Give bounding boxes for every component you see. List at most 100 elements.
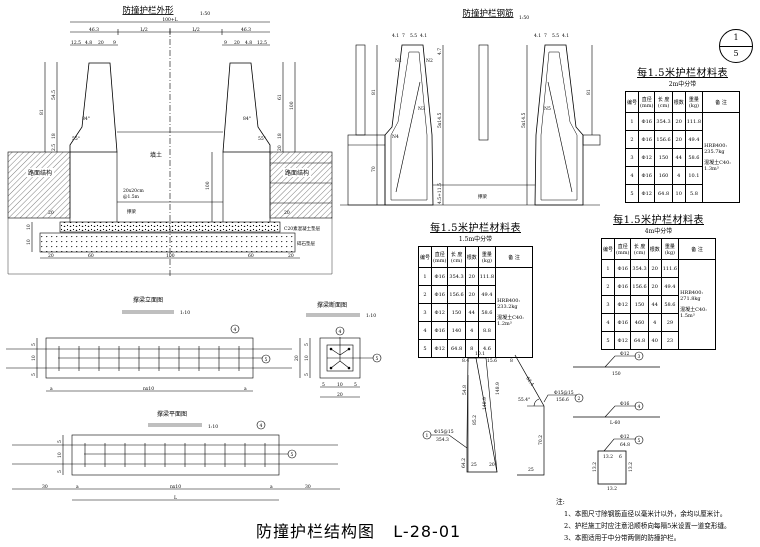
table-cell: Φ12 — [431, 303, 449, 322]
dim-text: 10 — [337, 382, 343, 388]
table-cell: Φ12 — [614, 331, 632, 350]
dim-text: 4.1 — [562, 33, 569, 39]
drawing-number: L-28-01 — [393, 522, 462, 541]
table-cell: 3 — [417, 303, 433, 322]
remark-steel: HRB400: 233.2kg — [497, 298, 521, 310]
dim-text: 81 — [371, 89, 377, 95]
dim-text: 4.1 — [534, 33, 541, 39]
dim-text: 20 — [48, 253, 54, 259]
dim-text: 2.5 — [51, 144, 57, 151]
notes-heading: 注: — [556, 498, 565, 506]
angle-text: 84° — [82, 116, 90, 122]
table-cell: 150 — [630, 295, 649, 314]
rebar-spec: Φ15@15 — [434, 428, 454, 435]
rebar-view: 防撞护栏钢筋 1:50 撑梁 4.1 7 5.5 4.1 4.1 7 5.5 4… — [340, 8, 601, 206]
table-cell: Φ16 — [614, 277, 632, 296]
dim-text: 5.5 — [552, 33, 559, 39]
dim-text: 4.8 — [245, 40, 252, 46]
road-structure-left — [7, 151, 71, 219]
dim-text: 5 — [354, 382, 357, 388]
table-cell: 49.4 — [684, 130, 704, 149]
dim-text: 64.2 — [461, 458, 467, 468]
table-cell: 8.8 — [477, 321, 497, 340]
dim-text: 5 — [304, 373, 310, 376]
table-title: 每1.5米护栏材料表 — [430, 223, 521, 234]
dim-text: 60 — [248, 253, 254, 259]
rebar-barrier-right — [534, 44, 584, 206]
dim-text: 100 — [289, 101, 295, 110]
sheet-divider — [720, 46, 752, 47]
dim-text: 10 — [26, 239, 32, 245]
rebar-length: 156.6 — [556, 397, 569, 403]
table-cell: 156.6 — [447, 285, 466, 304]
dim-text: 5 — [322, 382, 325, 388]
table-cell: 64.8 — [630, 331, 649, 350]
drawing-title-block: 防撞护栏结构图 L-28-01 — [256, 518, 461, 542]
strut-section: 撑梁断面图 1:10 4 5 20 5 10 5 5 10 5 20 — [294, 301, 382, 398]
dim-text: L — [174, 495, 177, 501]
dim-text: 13.2 — [592, 462, 598, 472]
dim-text: 20 — [489, 462, 495, 468]
rebar-mark: 5 — [265, 357, 268, 363]
column-header: 编号 — [417, 246, 433, 268]
table-cell: 5 — [417, 339, 433, 358]
table-cell: 3 — [624, 148, 640, 167]
dim-text: 81 — [586, 89, 592, 95]
table-cell: 150 — [447, 303, 466, 322]
strut-section-title: 撑梁断面图 — [317, 301, 347, 309]
dim-text: 5 — [31, 373, 37, 376]
sheet-number-badge: 1 5 — [719, 29, 753, 63]
table-cell: 44 — [464, 303, 479, 322]
table-cell: Φ12 — [614, 295, 632, 314]
rebar-shape-n1: 10.1 8.4 15.6 54.8 148.9 85.2 148.9 64.2… — [422, 351, 501, 473]
table-cell: Φ12 — [638, 148, 656, 167]
rebar-shape-n2: 8 62.4 55.4° 70.2 25 Φ15@15 156.6 2 — [510, 354, 584, 476]
rebar-mark: 2 — [578, 396, 581, 402]
table-cell: 58.6 — [477, 303, 497, 322]
table-cell: 4 — [464, 321, 479, 340]
table-cell: 150 — [654, 148, 673, 167]
strut-plan: 撑梁平面图 1:10 4 5 5 10 5 30 a nx10 a 30 L — [12, 410, 340, 501]
dim-text: 8 — [510, 358, 513, 364]
fill-label: 填土 — [150, 151, 162, 159]
note-item: 3、本图适用于中分带两侧的防撞护栏。 — [564, 534, 681, 542]
gravel-layer-label: 碎石垫层 — [297, 240, 315, 247]
stirrup-group — [84, 443, 266, 467]
table-cell: 4 — [647, 313, 662, 332]
dim-text: 5 — [57, 470, 63, 473]
rebar-shape-n4: Φ16 L-60 4 — [573, 401, 660, 426]
column-header: 直径 (mm) — [638, 91, 656, 113]
rebar-mark: 1 — [426, 433, 429, 439]
table-cell: 20 — [647, 259, 662, 278]
column-header: 直径 (mm) — [614, 238, 632, 260]
dim-text: 13.2 — [603, 454, 613, 460]
column-header: 备 注 — [678, 238, 717, 260]
table-cell: 354.3 — [654, 112, 673, 131]
table-header-row: 编号直径 (mm)长 度 (cm)根数重量 (kg)备 注 — [417, 246, 534, 268]
column-header: 根数 — [464, 246, 479, 268]
table-cell: 64.8 — [654, 184, 673, 203]
rebar-shape-n3: Φ12 150 3 — [573, 351, 660, 377]
table-cell: 4 — [624, 166, 640, 185]
dim-text: 20 — [284, 210, 290, 216]
rebar-label: N3 — [418, 106, 425, 112]
rebar-spec: Φ15@15 — [554, 389, 574, 396]
table-cell: 111.8 — [684, 112, 704, 131]
table-cell: 2 — [417, 285, 433, 304]
angle-text: 55° — [72, 136, 80, 142]
dim-text: 20 — [294, 355, 300, 361]
dim-text: 100 — [205, 181, 211, 190]
table-cell: 58.6 — [684, 148, 704, 167]
strut-note: 20x20cm — [123, 188, 145, 194]
dim-text: 54.8 — [462, 385, 468, 395]
table-header-row: 编号直径 (mm)长 度 (cm)根数重量 (kg)备 注 — [624, 91, 741, 113]
table-subtitle: 1.5m中分带 — [458, 236, 493, 243]
table-subtitle: 2m中分带 — [668, 81, 697, 88]
table-cell: Φ12 — [638, 184, 656, 203]
table-cell: Φ16 — [431, 267, 449, 286]
